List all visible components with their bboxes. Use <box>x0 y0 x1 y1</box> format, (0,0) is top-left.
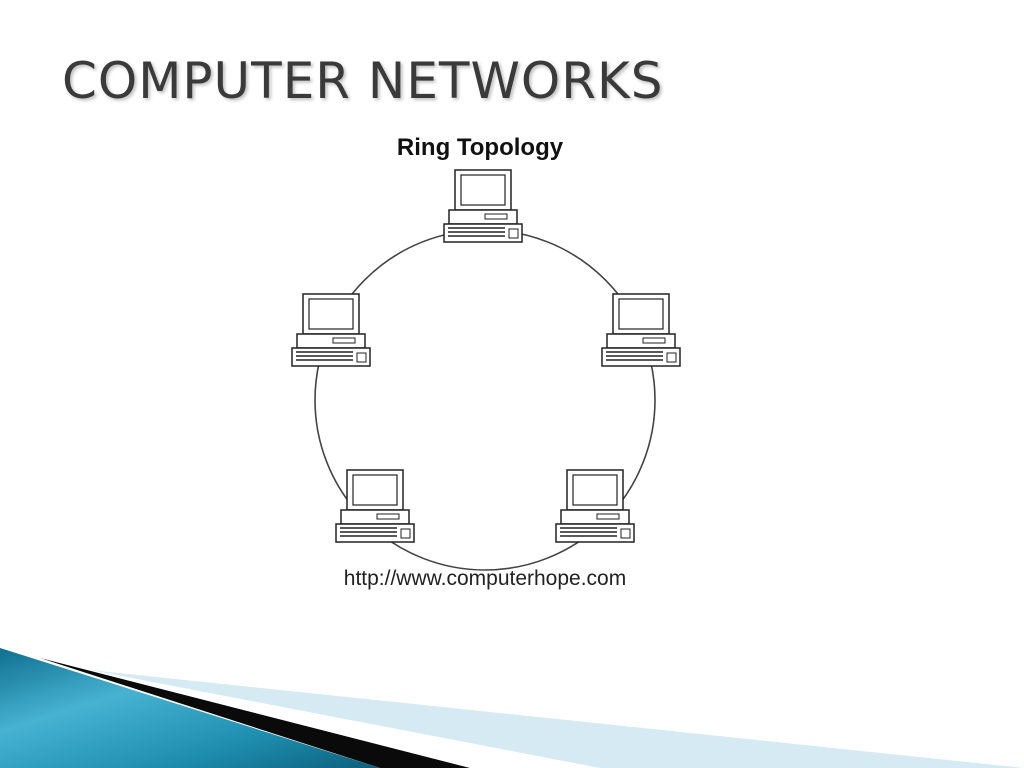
computer-node-bottom-right <box>555 468 635 546</box>
desktop-computer-icon <box>335 469 415 543</box>
light-wedge <box>90 670 1024 768</box>
computer-node-right <box>601 292 681 370</box>
decorative-bottom-band <box>0 648 1024 768</box>
diagram-source-url: http://www.computerhope.com <box>343 567 627 590</box>
computer-node-bottom-left <box>335 468 415 546</box>
computer-node-left <box>291 292 371 370</box>
teal-wedge <box>0 648 380 768</box>
dark-wedge <box>40 658 470 768</box>
desktop-computer-icon <box>291 293 371 367</box>
diagram-title: Ring Topology <box>396 134 564 161</box>
desktop-computer-icon <box>601 293 681 367</box>
ring-topology-diagram: Ring Topology <box>270 128 700 598</box>
desktop-computer-icon <box>555 469 635 543</box>
slide-title: COMPUTER NETWORKS <box>62 52 664 110</box>
desktop-computer-icon <box>443 169 523 243</box>
computer-node-top <box>443 168 523 246</box>
